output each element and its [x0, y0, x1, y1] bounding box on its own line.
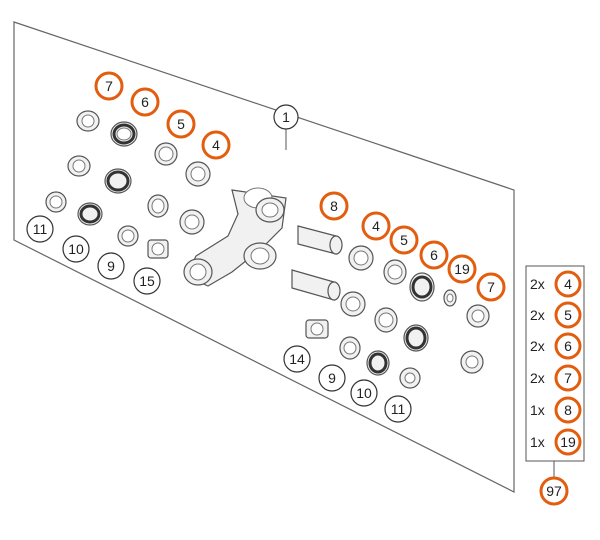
sleeve-8-lower: [291, 269, 341, 301]
callout-kit: 97: [539, 476, 569, 506]
svg-text:19: 19: [454, 261, 470, 277]
washer-5-left: [154, 142, 178, 166]
svg-text:10: 10: [356, 385, 372, 401]
bushing-second-row-1: [67, 155, 91, 177]
highlighted-callouts: 7 6 5 4 8 4 5 6 19 7: [94, 71, 506, 302]
callout-hl-2: 5: [166, 109, 196, 139]
kit-box: 2x 4 2x 5 2x 6 2x 7 1x 8 1x 19: [525, 265, 585, 506]
callout-hl-1: 6: [130, 87, 160, 117]
bearing-4-right: [348, 245, 374, 271]
seal-6-left: [110, 121, 138, 147]
sleeve-8-upper: [297, 225, 343, 255]
callout-hl-9: 7: [476, 272, 506, 302]
bearing-second-row: [179, 209, 205, 235]
svg-text:14: 14: [289, 351, 305, 367]
bushing-11-left: [45, 191, 67, 213]
plain-callouts: 11 10 9 15 14 9 10 11: [26, 215, 412, 423]
kit-qty-1: 2x: [530, 307, 545, 323]
svg-text:10: 10: [68, 241, 84, 257]
kit-qty-4: 1x: [530, 402, 545, 418]
seal-10-right: [366, 350, 390, 376]
svg-text:5: 5: [400, 232, 408, 248]
svg-text:4: 4: [212, 137, 220, 153]
callout-main-assembly: 1: [273, 104, 299, 130]
washer-9-left: [117, 225, 139, 247]
svg-text:9: 9: [328, 370, 336, 386]
bushing-7-left: [76, 110, 100, 132]
bearing-4-left: [185, 161, 211, 187]
callout-hl-3: 4: [201, 130, 231, 160]
kit-part-4: 8: [564, 402, 572, 418]
washer-5-right: [383, 259, 407, 285]
sleeve-15: [147, 239, 169, 259]
kit-part-2: 6: [564, 338, 572, 354]
svg-text:9: 9: [107, 258, 115, 274]
svg-text:4: 4: [372, 218, 380, 234]
linkage-lever: [183, 187, 287, 287]
bushing-7-right: [466, 304, 490, 328]
callout-plain-7: 11: [384, 395, 412, 423]
kit-qty-2: 2x: [530, 338, 545, 354]
callout-plain-5: 9: [318, 364, 346, 392]
callout-plain-4: 14: [283, 345, 311, 373]
parts-illustration: [45, 110, 490, 389]
svg-text:11: 11: [33, 221, 48, 237]
callout-main-label: 1: [282, 109, 290, 125]
callout-plain-0: 11: [26, 215, 54, 243]
kit-row-1: 2x 5: [530, 301, 582, 329]
callout-hl-7: 6: [419, 240, 449, 270]
callout-plain-2: 9: [97, 252, 125, 280]
bearing-right-middle: [340, 291, 366, 317]
svg-text:8: 8: [330, 198, 338, 214]
callout-hl-4: 8: [319, 191, 349, 221]
sleeve-14: [305, 319, 329, 339]
kit-row-0: 2x 4: [530, 270, 582, 298]
svg-text:11: 11: [391, 401, 406, 417]
svg-text:6: 6: [430, 247, 438, 263]
kit-part-3: 7: [564, 370, 572, 386]
callout-kit-label: 97: [546, 483, 562, 499]
bushing-right-lower: [460, 350, 484, 374]
seal-second-row: [104, 168, 132, 194]
svg-text:7: 7: [487, 279, 495, 295]
seal-6-right: [409, 272, 435, 302]
callout-hl-5: 4: [361, 211, 391, 241]
bushing-11-right: [399, 367, 421, 389]
kit-row-5: 1x 19: [530, 428, 582, 456]
callout-hl-0: 7: [94, 71, 124, 101]
callout-plain-3: 15: [133, 267, 161, 295]
kit-qty-3: 2x: [530, 370, 545, 386]
kit-row-4: 1x 8: [530, 396, 582, 424]
kit-qty-5: 1x: [530, 434, 545, 450]
seal-10-left: [77, 202, 103, 226]
callout-plain-1: 10: [62, 235, 90, 263]
kit-qty-0: 2x: [530, 276, 545, 292]
callout-plain-6: 10: [350, 379, 378, 407]
kit-row-2: 2x 6: [530, 332, 582, 360]
ring-19: [443, 289, 457, 307]
seal-right-middle: [403, 324, 429, 352]
svg-text:6: 6: [141, 94, 149, 110]
kit-part-1: 5: [564, 307, 572, 323]
washer-right-middle: [374, 307, 398, 333]
kit-part-5: 19: [560, 434, 576, 450]
callout-hl-8: 19: [447, 254, 477, 284]
svg-text:15: 15: [139, 273, 155, 289]
svg-text:7: 7: [105, 78, 113, 94]
kit-row-3: 2x 7: [530, 364, 582, 392]
washer-9-right: [339, 336, 361, 360]
callout-hl-6: 5: [389, 225, 419, 255]
svg-text:5: 5: [177, 116, 185, 132]
kit-part-0: 4: [564, 276, 572, 292]
washer-second-row: [147, 194, 169, 218]
